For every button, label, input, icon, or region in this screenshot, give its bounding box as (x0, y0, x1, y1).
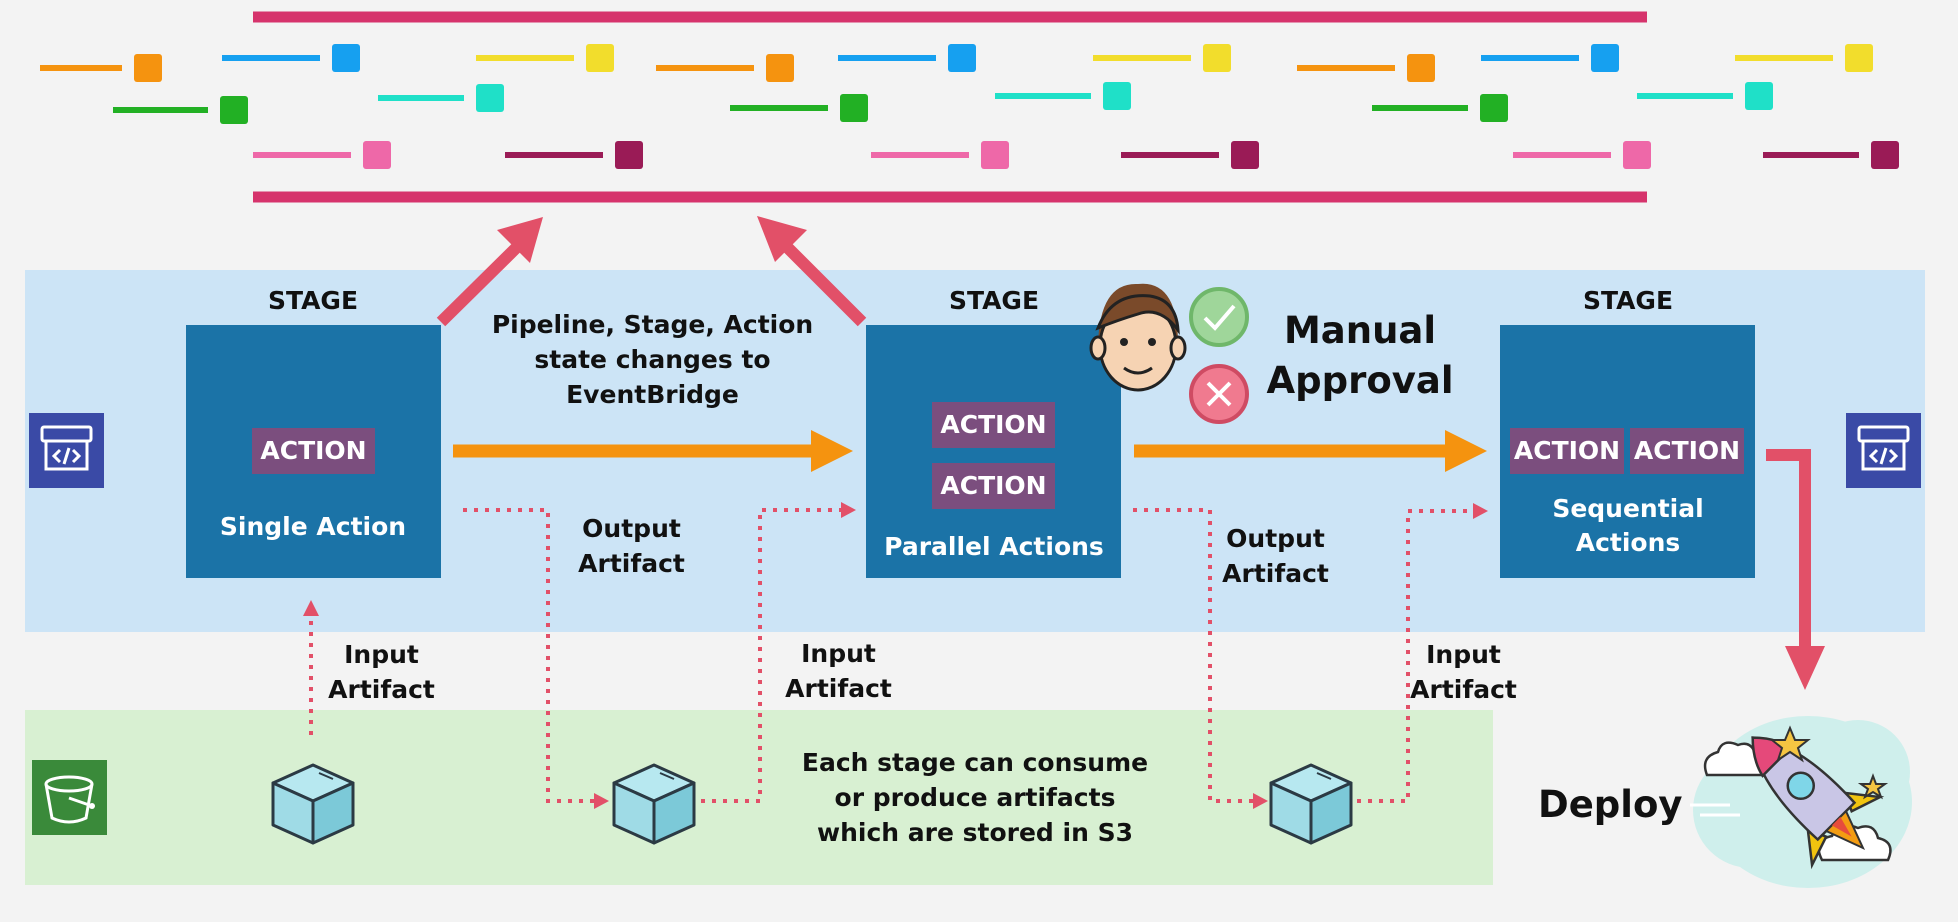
input-artifact-label: Input Artifact (328, 640, 435, 704)
stage-name: Parallel Actions (884, 532, 1104, 561)
stage-parallel-actions (866, 325, 1121, 578)
action-box: ACTION (1630, 428, 1744, 474)
reject-x-icon (1189, 364, 1249, 424)
event-square (615, 141, 643, 169)
stage-label: STAGE (267, 286, 359, 315)
event-square (134, 54, 162, 82)
output-artifact-label: Output Artifact (578, 514, 685, 578)
event-square (840, 94, 868, 122)
event-arrow-left (436, 217, 543, 327)
artifact-box-icon (1269, 763, 1353, 845)
action-box: ACTION (1510, 428, 1624, 474)
codepipeline-icon (1846, 413, 1921, 488)
eventbridge-note: Pipeline, Stage, Action state changes to… (491, 310, 814, 409)
stage-name: Single Action (219, 512, 407, 541)
s3-note: Each stage can consume or produce artifa… (801, 748, 1149, 847)
event-square (766, 54, 794, 82)
event-square (1480, 94, 1508, 122)
event-square (981, 141, 1009, 169)
artifact-arrowheads (303, 502, 1488, 809)
event-square (363, 141, 391, 169)
event-square (220, 96, 248, 124)
artifact-paths (309, 508, 1475, 803)
artifact-box-icon (612, 763, 696, 845)
s3-band (25, 710, 1493, 885)
approver-face-icon (1089, 283, 1187, 392)
event-square (332, 44, 360, 72)
event-square (476, 84, 504, 112)
event-markers (40, 44, 1899, 169)
flow-arrow-1 (453, 430, 853, 472)
flow-arrow-2 (1134, 430, 1487, 472)
event-square (1871, 141, 1899, 169)
event-square (948, 44, 976, 72)
input-artifact-label: Input Artifact (1410, 640, 1517, 704)
event-square (586, 44, 614, 72)
codepipeline-icon (29, 413, 104, 488)
stage-label: STAGE (948, 286, 1040, 315)
event-square (1745, 82, 1773, 110)
input-artifact-label: Input Artifact (785, 639, 892, 703)
event-square (1103, 82, 1131, 110)
output-artifact-label: Output Artifact (1222, 524, 1329, 588)
deploy-arrow (1766, 449, 1825, 690)
event-arrow-right (757, 216, 867, 327)
approve-check-icon (1189, 287, 1249, 347)
event-square (1623, 141, 1651, 169)
stage-name: Sequential Actions (1552, 494, 1704, 557)
event-square (1591, 44, 1619, 72)
event-square (1845, 44, 1873, 72)
event-square (1231, 141, 1259, 169)
action-box: ACTION (932, 402, 1055, 448)
action-box: ACTION (932, 463, 1055, 509)
event-square (1407, 54, 1435, 82)
stage-label: STAGE (1582, 286, 1674, 315)
event-square (1203, 44, 1231, 72)
artifact-box-icon (271, 763, 355, 845)
deploy-label: Deploy (1538, 783, 1683, 826)
manual-approval-label: Manual Approval (1266, 309, 1454, 402)
action-box: ACTION (252, 428, 375, 474)
s3-bucket-icon (32, 760, 107, 835)
